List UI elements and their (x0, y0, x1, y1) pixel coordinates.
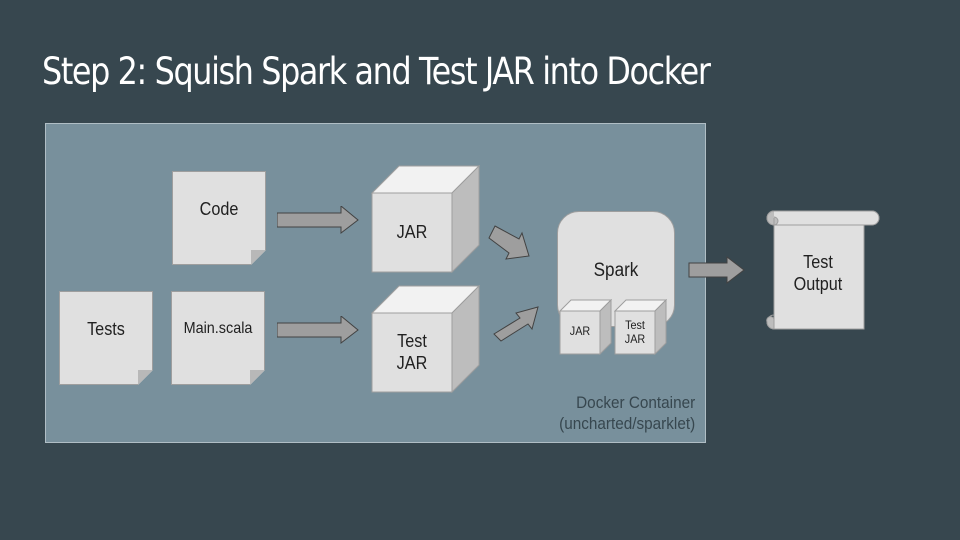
spark-test-jar-cube: Test JAR (614, 299, 667, 355)
docker-container-label: Docker Container (uncharted/sparklet) (559, 392, 695, 434)
jar-cube-label: JAR (396, 222, 428, 242)
slide-title: Step 2: Squish Spark and Test JAR into D… (42, 50, 711, 93)
test-output-label-line2: Output (793, 274, 843, 294)
test-output-label-line1: Test (803, 252, 833, 272)
arrow-test-jar-to-spark (493, 306, 539, 342)
test-output-scroll (766, 210, 880, 330)
test-output-label: Test Output (777, 251, 860, 295)
tests-document: Tests (59, 291, 153, 385)
tests-document-label: Tests (87, 319, 125, 339)
spark-test-jar-label-line1: Test (625, 318, 645, 332)
spark-jar-cube: JAR (559, 299, 612, 355)
main-scala-document-label: Main.scala (183, 320, 253, 337)
code-document-label: Code (199, 199, 239, 219)
test-jar-cube: Test JAR (371, 285, 480, 393)
main-scala-document: Main.scala (171, 291, 265, 385)
spark-jar-cube-shape (559, 299, 612, 355)
arrow-spark-to-output (688, 256, 745, 284)
spark-box: Spark (557, 211, 675, 327)
jar-cube: JAR (371, 165, 480, 273)
spark-test-jar-cube-label: Test JAR (617, 318, 653, 346)
spark-test-jar-label-line2: JAR (624, 332, 646, 346)
test-jar-label-line1: Test (397, 331, 427, 351)
test-jar-cube-label: Test JAR (376, 330, 448, 374)
spark-test-jar-cube-shape (614, 299, 667, 355)
docker-container-image: (uncharted/sparklet) (558, 414, 695, 433)
test-jar-cube-shape (371, 285, 480, 393)
code-document: Code (172, 171, 266, 265)
jar-cube-shape (371, 165, 480, 273)
arrow-code-to-jar (277, 206, 359, 234)
docker-container-name: Docker Container (575, 393, 695, 412)
spark-label: Spark (593, 260, 639, 281)
spark-jar-cube-label: JAR (569, 324, 591, 338)
arrow-main-to-test-jar (277, 316, 359, 344)
arrow-jar-to-spark (488, 225, 530, 260)
test-jar-label-line2: JAR (396, 353, 428, 373)
